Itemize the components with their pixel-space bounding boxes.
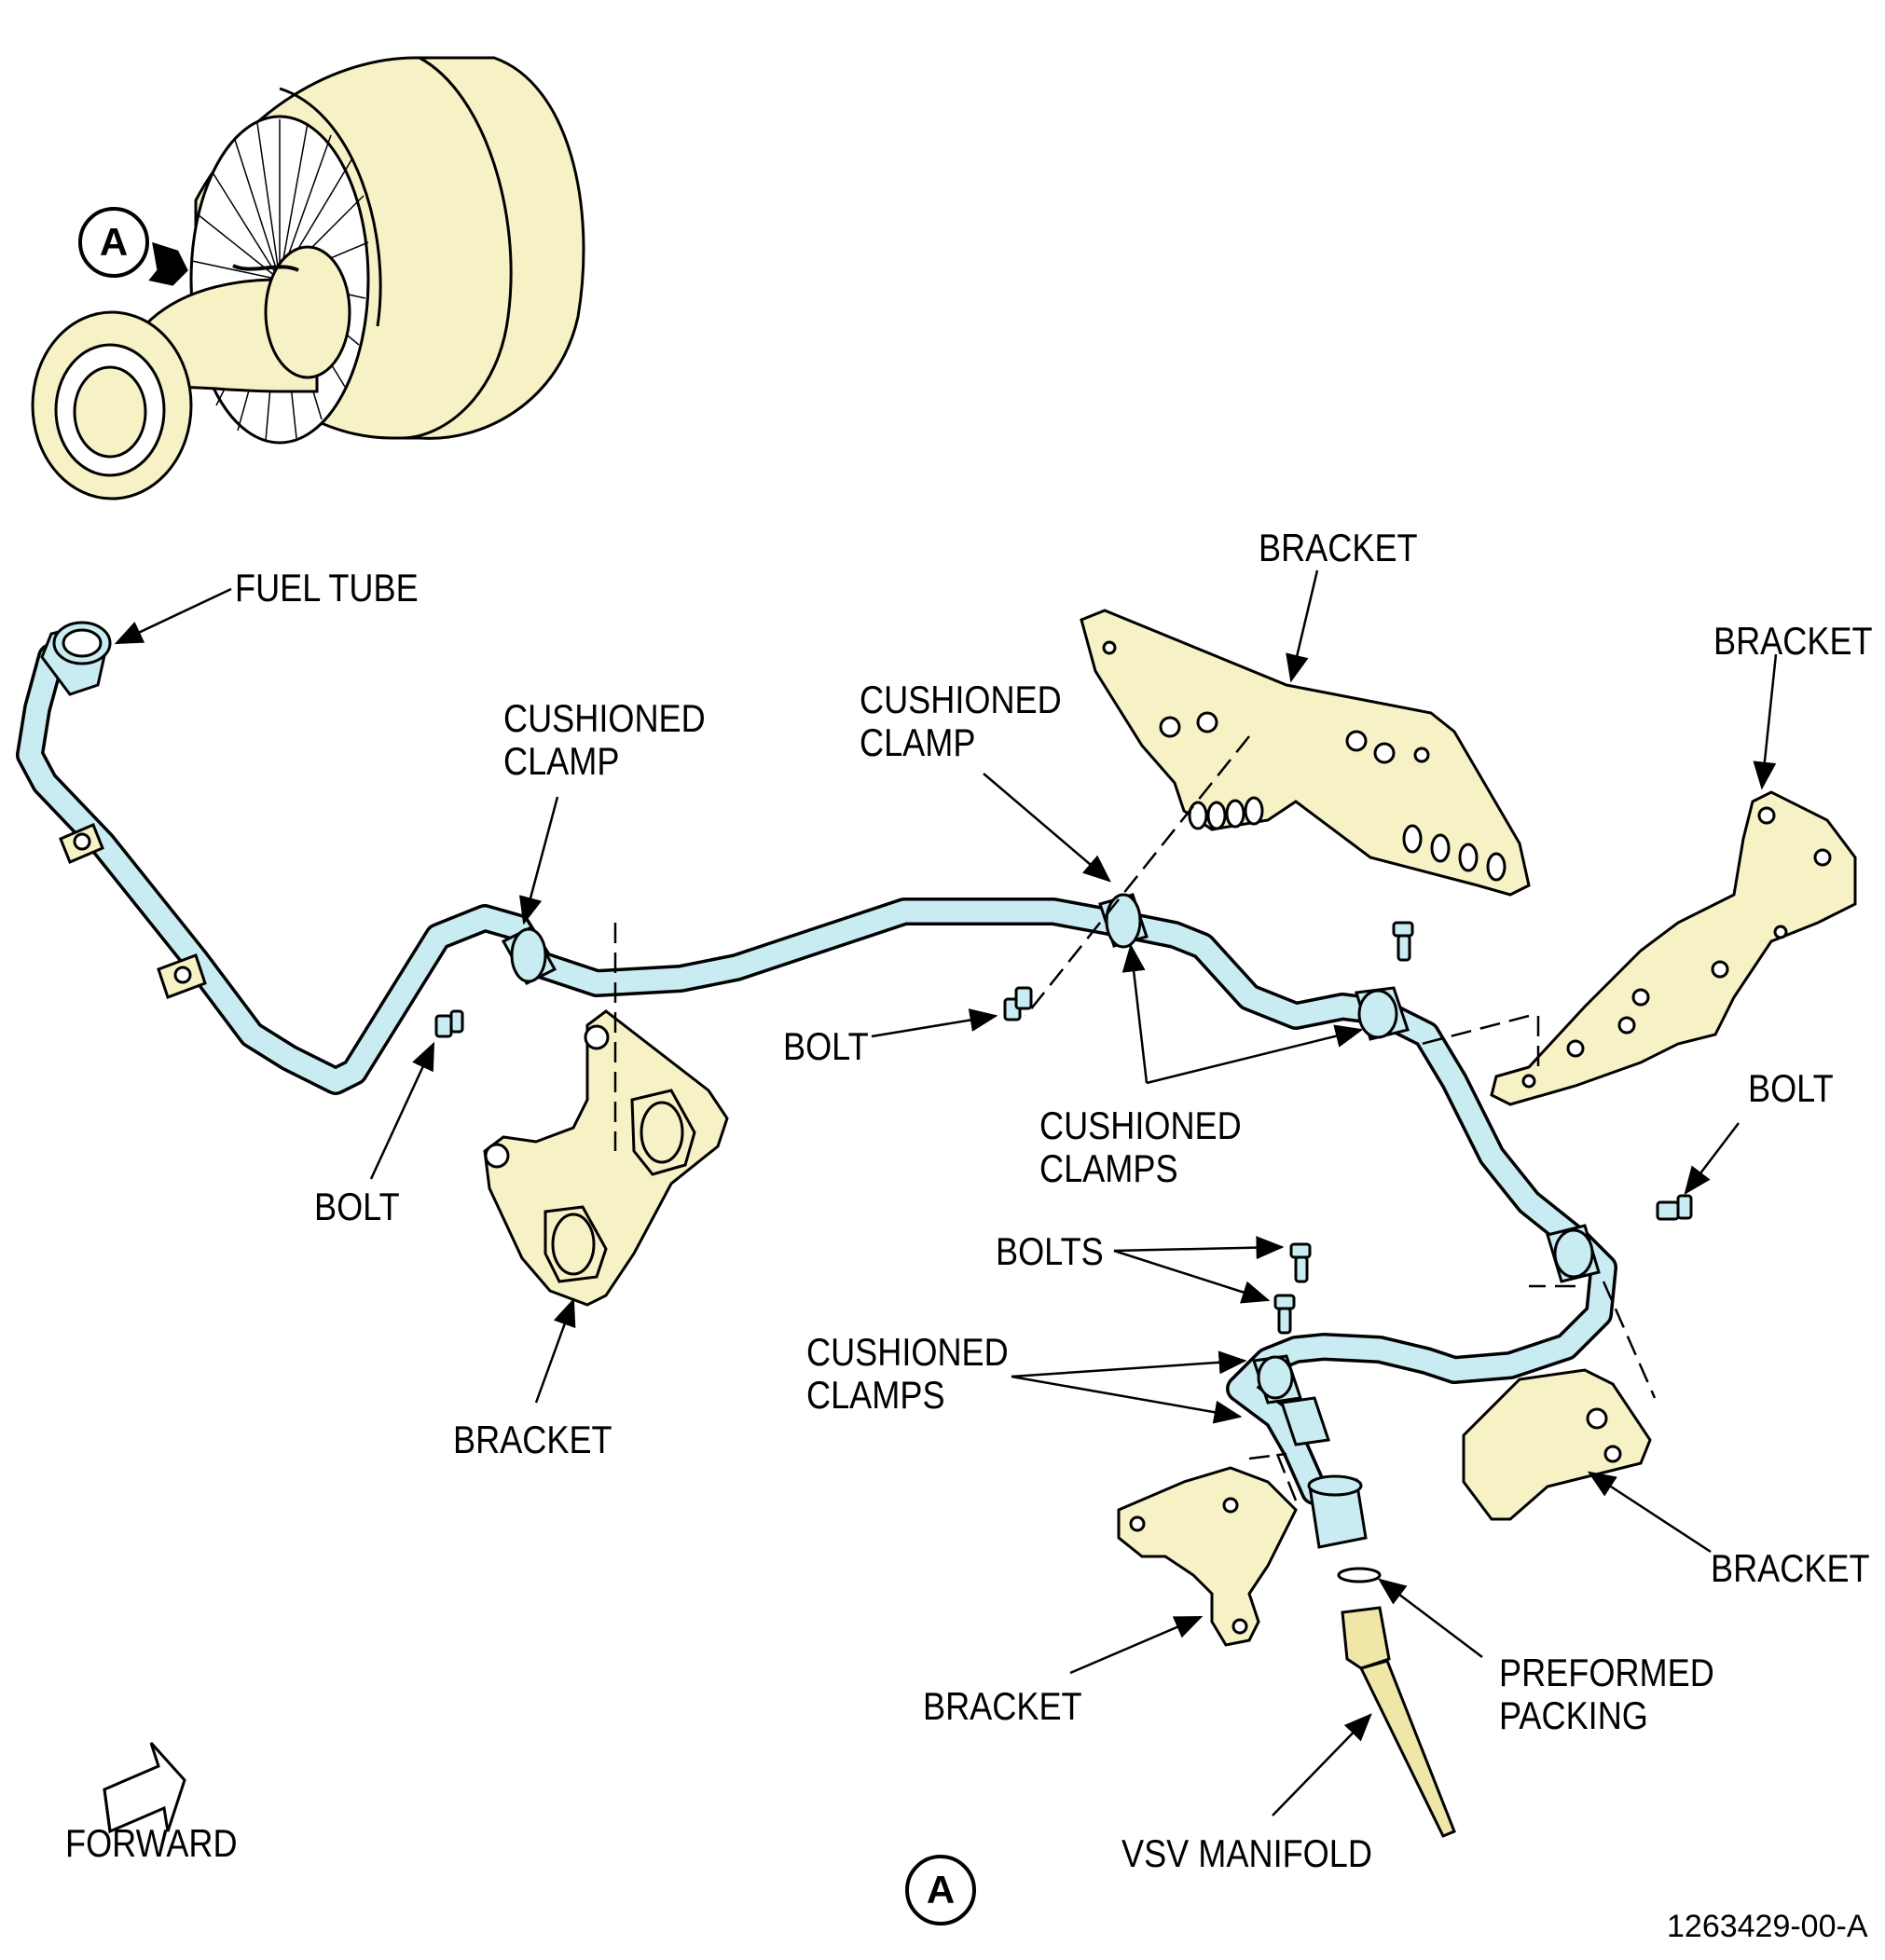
cushioned-clamps bbox=[501, 893, 1601, 1446]
view-tag-a-top-text: A bbox=[99, 220, 129, 264]
brackets bbox=[483, 609, 1857, 1647]
view-tag-a-top: A bbox=[78, 207, 149, 278]
engine-fuel-tube-detail bbox=[232, 264, 299, 272]
label-preformed-packing: PREFORMED PACKING bbox=[1499, 1651, 1714, 1737]
alignment-lines bbox=[613, 735, 1657, 1501]
label-bolt-right: BOLT bbox=[1748, 1066, 1834, 1110]
fuel-tube-standoff-2 bbox=[157, 953, 207, 999]
label-cushioned-clamps-lower: CUSHIONED CLAMPS bbox=[806, 1330, 1009, 1417]
bracket-right-holes bbox=[1521, 806, 1832, 1089]
label-bracket-lower-right: BRACKET bbox=[1711, 1546, 1870, 1590]
bolt-left bbox=[434, 1009, 464, 1038]
engine-hub bbox=[264, 245, 351, 379]
label-cushioned-clamp-center: CUSHIONED CLAMP bbox=[860, 678, 1062, 764]
clamp-lower-2 bbox=[1280, 1396, 1330, 1446]
view-tag-a-bottom-text: A bbox=[926, 1868, 956, 1912]
fuel-tube-standoff-1 bbox=[59, 823, 104, 864]
label-forward: FORWARD bbox=[65, 1821, 238, 1865]
bracket-left-features bbox=[484, 1024, 696, 1283]
b-nut-fitting bbox=[1307, 1474, 1368, 1549]
engine-case-band-2 bbox=[279, 87, 382, 327]
bolt-lower-2 bbox=[1273, 1294, 1296, 1335]
vsv-manifold-assembly bbox=[1337, 1567, 1456, 1838]
bracket-right bbox=[1490, 790, 1857, 1106]
bracket-bottom bbox=[1117, 1466, 1298, 1647]
bolts bbox=[434, 921, 1693, 1335]
label-fuel-tube: FUEL TUBE bbox=[235, 566, 419, 610]
label-cushioned-clamp-left: CUSHIONED CLAMP bbox=[503, 696, 706, 783]
engine-exhaust-core bbox=[73, 365, 147, 459]
view-tag-a-bottom: A bbox=[905, 1855, 976, 1926]
fuel-tube-coupling-top bbox=[40, 621, 112, 696]
preformed-packing bbox=[1337, 1567, 1382, 1583]
label-bolt-center: BOLT bbox=[783, 1024, 869, 1068]
engine-locator-view bbox=[31, 56, 585, 500]
bracket-left bbox=[483, 1009, 729, 1307]
bracket-lower-right-holes bbox=[1586, 1407, 1622, 1463]
label-bracket-left: BRACKET bbox=[453, 1418, 612, 1461]
vsv-manifold bbox=[1358, 1659, 1456, 1838]
bolt-lower-1 bbox=[1289, 1242, 1312, 1283]
locator-arrow bbox=[148, 241, 188, 286]
label-bracket-right: BRACKET bbox=[1713, 619, 1873, 663]
fuel-tube-assembly bbox=[16, 621, 1617, 1549]
label-vsv-manifold: VSV MANIFOLD bbox=[1121, 1831, 1372, 1875]
label-bolts: BOLTS bbox=[996, 1229, 1104, 1273]
label-bracket-top: BRACKET bbox=[1259, 526, 1418, 569]
engine-case-band bbox=[400, 56, 513, 440]
bracket-lower-right bbox=[1462, 1368, 1652, 1521]
bracket-top bbox=[1080, 609, 1531, 897]
leader-lines bbox=[114, 569, 1778, 1816]
label-bolt-left: BOLT bbox=[314, 1185, 400, 1228]
bolt-top bbox=[1392, 921, 1414, 962]
figure-number: 1263429-00-A bbox=[1667, 1909, 1868, 1944]
label-cushioned-clamps-center: CUSHIONED CLAMPS bbox=[1039, 1103, 1242, 1190]
vsv-manifold-fitting bbox=[1341, 1606, 1391, 1670]
bolt-right bbox=[1656, 1194, 1693, 1221]
forward-arrow bbox=[103, 1741, 186, 1834]
bracket-bottom-holes bbox=[1129, 1497, 1248, 1635]
bolt-center bbox=[1003, 986, 1033, 1021]
label-bracket-bottom: BRACKET bbox=[923, 1684, 1082, 1728]
bracket-top-holes bbox=[1102, 640, 1507, 882]
